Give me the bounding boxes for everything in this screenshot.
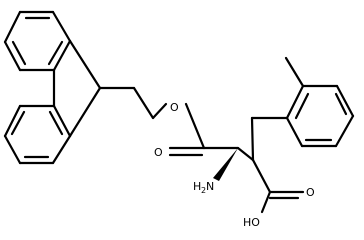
acid-carbonyl-oxygen-label: O (306, 186, 315, 199)
beta-carbon-branch (236, 116, 305, 214)
methylene-linker (98, 86, 168, 120)
alpha-carbon (202, 146, 240, 181)
tolyl-ring (285, 84, 355, 148)
methyl-bond (284, 56, 305, 88)
amine-n-label: N (206, 180, 214, 193)
acid-hydroxyl-label: HO (243, 216, 260, 229)
ester-group (168, 102, 206, 157)
fluorene-left-ring (3, 10, 72, 72)
amine-h-label: H (193, 180, 201, 193)
ester-oxygen-label: O (170, 101, 179, 114)
fluorene-right-ring (3, 104, 72, 165)
carbonyl-oxygen-label: O (154, 146, 163, 159)
fluorene-five-ring (52, 39, 102, 138)
amine-label: H 2 N (193, 180, 214, 195)
stereo-wedge (213, 148, 238, 181)
amine-subscript-label: 2 (201, 186, 206, 195)
